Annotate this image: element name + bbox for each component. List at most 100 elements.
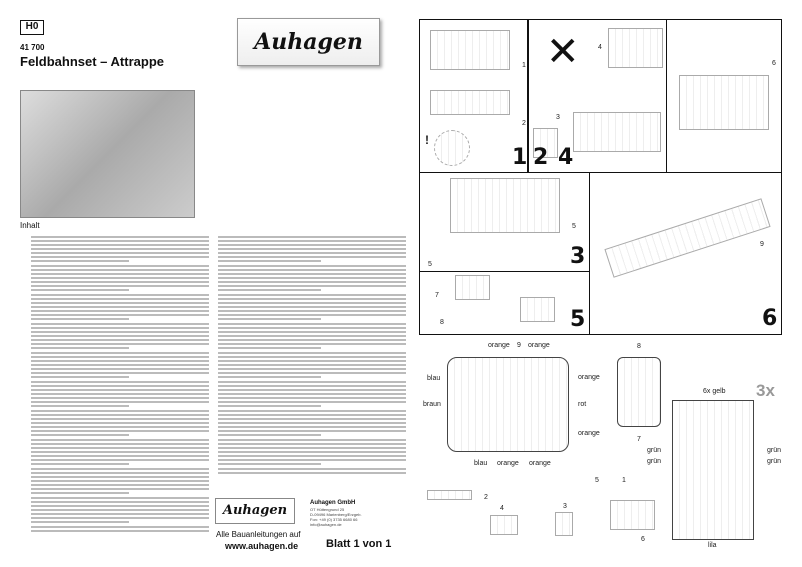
text-line: [31, 236, 209, 238]
step-number: 2: [533, 145, 549, 170]
text-line: [31, 497, 209, 499]
address-line: info@auhagen.de: [310, 522, 342, 527]
text-line: [31, 513, 209, 515]
text-line: [31, 530, 209, 532]
text-line: [31, 397, 209, 399]
text-line: [218, 281, 406, 283]
text-line: [218, 405, 322, 407]
text-line: [31, 248, 209, 250]
text-line: [218, 343, 406, 345]
text-line: [218, 430, 406, 432]
color-label: orange: [529, 460, 551, 467]
text-line: [218, 331, 406, 333]
text-line: [31, 468, 209, 470]
text-line: [31, 472, 209, 474]
plate-drawing: [533, 128, 558, 158]
callout: 6: [772, 60, 776, 67]
text-line: [218, 463, 322, 465]
callout: 6: [641, 536, 645, 543]
text-line: [218, 376, 322, 378]
color-label: blau: [474, 460, 488, 467]
text-line: [31, 447, 209, 449]
footer-logo: Auhagen: [215, 498, 295, 524]
callout: 8: [637, 343, 641, 350]
color-label: blau: [427, 375, 441, 382]
color-label: grün: [767, 458, 782, 465]
callout: 5: [595, 477, 599, 484]
locomotive-drawing: [450, 178, 560, 233]
text-line: [31, 314, 209, 316]
text-line: [31, 360, 209, 362]
company-address: Auhagen GmbH OT Hüttengrund 25 D-09496 M…: [310, 499, 362, 527]
text-line: [31, 401, 209, 403]
text-line: [31, 343, 209, 345]
text-line: [218, 248, 406, 250]
text-line: [31, 488, 209, 490]
text-line: [31, 463, 129, 465]
text-line: [31, 327, 209, 329]
text-line: [31, 443, 209, 445]
hood-drawing: [608, 28, 663, 68]
article-number: 41 700: [20, 43, 45, 52]
instructions-note: Alle Bauanleitungen auf: [216, 530, 301, 539]
text-line: [218, 372, 406, 374]
detail-circle: [434, 130, 470, 166]
color-label: 6x gelb: [703, 388, 726, 395]
wrong-cross-icon: ✕: [546, 30, 580, 74]
text-line: [31, 260, 129, 262]
text-line: [218, 244, 406, 246]
text-line: [218, 335, 406, 337]
step-panel-2-4: ✕ 4 3 2 4: [527, 19, 667, 173]
track-drawing: [604, 198, 771, 278]
quantity-label: 3x: [756, 381, 775, 400]
instruction-text-column: [207, 233, 406, 476]
text-line: [31, 501, 209, 503]
text-line: [218, 327, 406, 329]
text-line: [31, 505, 209, 507]
text-line: [218, 397, 406, 399]
text-line: [31, 368, 209, 370]
text-line: [31, 492, 129, 494]
text-line: [31, 509, 209, 511]
step-panel-6: 9 6: [589, 172, 782, 335]
locomotive-drawing: [573, 112, 661, 152]
callout: 4: [500, 505, 504, 512]
text-line: [218, 451, 406, 453]
text-line: [218, 269, 406, 271]
website-link[interactable]: www.auhagen.de: [225, 541, 299, 551]
text-line: [218, 289, 322, 291]
company-name: Auhagen GmbH: [310, 500, 356, 506]
callout: 9: [760, 241, 764, 248]
step-panel-6-part: 6: [666, 19, 782, 173]
text-line: [31, 426, 209, 428]
section-label: Inhalt: [20, 221, 40, 230]
text-line: [31, 476, 209, 478]
text-line: [31, 372, 209, 374]
text-line: [218, 302, 406, 304]
color-label: lila: [708, 542, 717, 549]
callout: 5: [428, 261, 432, 268]
color-label: orange: [578, 430, 600, 437]
text-line: [218, 360, 406, 362]
text-line: [31, 256, 209, 258]
color-label: rot: [578, 401, 587, 408]
text-line: [31, 376, 129, 378]
address-line: Fon: +49 (0) 3735 6680 66: [310, 517, 358, 522]
product-title: Feldbahnset – Attrappe: [20, 54, 164, 69]
frame-drawing: [430, 90, 510, 115]
text-line: [218, 418, 406, 420]
text-line: [31, 410, 209, 412]
step-number: 3: [570, 244, 586, 269]
text-line: [31, 318, 129, 320]
text-line: [31, 352, 209, 354]
color-label: grün: [647, 458, 662, 465]
text-line: [31, 335, 209, 337]
text-line: [31, 277, 209, 279]
instruction-text-column: [20, 233, 209, 534]
color-label: braun: [423, 401, 441, 408]
text-line: [218, 381, 406, 383]
text-line: [31, 385, 209, 387]
step-panel-5: 7 8 5: [419, 271, 590, 335]
text-line: [31, 455, 209, 457]
text-line: [218, 401, 406, 403]
